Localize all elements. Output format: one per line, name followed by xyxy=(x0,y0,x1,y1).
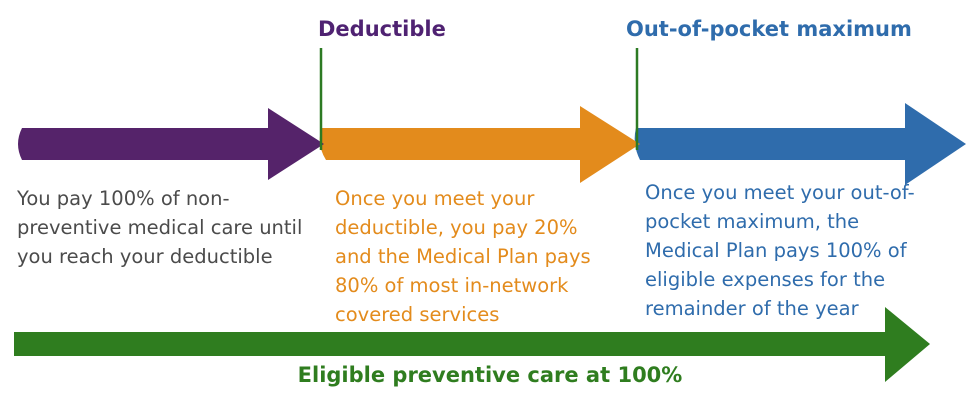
phase1-line: you reach your deductible xyxy=(17,245,273,268)
phase1-line: You pay 100% of non- xyxy=(17,187,230,210)
phase2-arrow xyxy=(319,106,640,183)
phase3-description: Once you meet your out-of- pocket maximu… xyxy=(645,178,915,323)
phase2-line: 80% of most in-network xyxy=(335,274,569,297)
phase3-line: Once you meet your out-of- xyxy=(645,181,915,204)
preventive-care-label: Eligible preventive care at 100% xyxy=(297,363,683,387)
phase1-description: You pay 100% of non- preventive medical … xyxy=(17,184,302,271)
phase3-line: Medical Plan pays 100% of xyxy=(645,239,907,262)
phase3-line: pocket maximum, the xyxy=(645,210,860,233)
phase3-arrow xyxy=(634,103,966,185)
phase2-description: Once you meet your deductible, you pay 2… xyxy=(335,184,591,329)
phase2-line: covered services xyxy=(335,303,500,326)
phase3-line: eligible expenses for the xyxy=(645,268,886,291)
phase1-line: preventive medical care until xyxy=(17,216,303,239)
phase2-line: Once you meet your xyxy=(335,187,535,210)
phase2-line: and the Medical Plan pays xyxy=(335,245,591,268)
phase3-line: remainder of the year xyxy=(645,297,859,320)
preventive-arrow xyxy=(14,307,930,382)
phase1-arrow xyxy=(18,108,324,180)
oop-max-label: Out-of-pocket maximum xyxy=(626,17,912,41)
phase2-line: deductible, you pay 20% xyxy=(335,216,578,239)
deductible-label: Deductible xyxy=(318,17,446,41)
